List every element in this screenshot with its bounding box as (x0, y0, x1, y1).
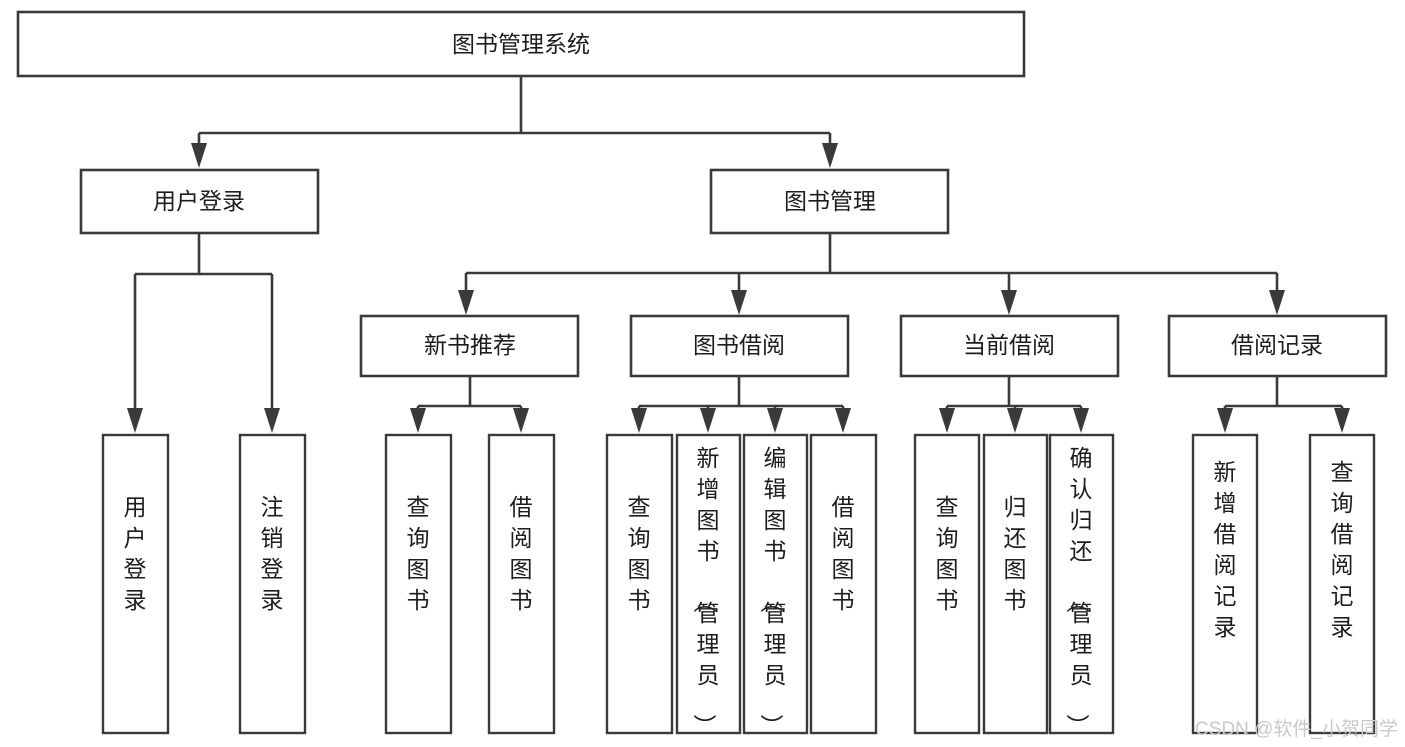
node-book-borrow[interactable]: 图书借阅 (629, 314, 850, 378)
node-leaf-add-book-box[interactable] (675, 433, 742, 735)
arrowhead-leaf-query-book-3 (939, 408, 955, 433)
edges-layer (127, 76, 1350, 433)
node-leaf-borrow-book-1-box[interactable] (487, 433, 556, 735)
arrowhead-leaf-add-book (700, 408, 716, 433)
node-leaf-query-book-1[interactable]: 查询图书 (384, 433, 453, 735)
arrowhead-new-book-rec (458, 290, 474, 315)
node-leaf-confirm-return[interactable]: 确认归还（管理员） (1048, 433, 1115, 737)
node-new-book-rec-box[interactable] (359, 314, 580, 378)
node-leaf-edit-book-box[interactable] (742, 433, 809, 735)
csdn-watermark: CSDN @软件_小贺同学 (1195, 718, 1398, 740)
arrowhead-leaf-return-book (1007, 408, 1023, 433)
node-leaf-borrow-book-1[interactable]: 借阅图书 (487, 433, 556, 735)
node-book-manage-box[interactable] (709, 168, 950, 235)
node-leaf-add-record-label: 新增借阅记录 (1214, 459, 1237, 640)
node-current-borrow-label: 当前借阅 (963, 332, 1055, 358)
arrowhead-leaf-query-book-2 (631, 408, 647, 433)
arrowhead-leaf-query-book-1 (410, 408, 426, 433)
arrowhead-leaf-add-record (1217, 408, 1233, 433)
arrowhead-leaf-confirm-return (1073, 408, 1089, 433)
node-leaf-query-book-3[interactable]: 查询图书 (913, 433, 981, 735)
node-leaf-borrow-book-2-box[interactable] (809, 433, 878, 735)
node-leaf-query-record[interactable]: 查询借阅记录 (1308, 433, 1376, 735)
node-leaf-user-login-label: 用户登录 (124, 494, 147, 613)
node-leaf-query-record-box[interactable] (1308, 433, 1376, 735)
node-leaf-confirm-return-label: 确认归还（管理员） (1065, 445, 1093, 737)
node-current-borrow-box[interactable] (899, 314, 1120, 378)
node-leaf-return-book-box[interactable] (982, 433, 1049, 735)
node-leaf-query-book-3-label: 查询图书 (936, 494, 959, 613)
node-leaf-query-book-1-box[interactable] (384, 433, 453, 735)
node-leaf-borrow-book-2-label: 借阅图书 (832, 494, 855, 613)
node-current-borrow[interactable]: 当前借阅 (899, 314, 1120, 378)
node-user-login-label: 用户登录 (153, 188, 245, 214)
node-leaf-confirm-return-box[interactable] (1048, 433, 1115, 735)
node-root-box[interactable] (16, 10, 1026, 78)
arrowhead-leaf-user-login (127, 408, 143, 433)
node-new-book-rec[interactable]: 新书推荐 (359, 314, 580, 378)
node-leaf-logout-login-box[interactable] (238, 433, 307, 735)
node-leaf-query-book-1-label: 查询图书 (407, 494, 430, 613)
arrowhead-leaf-logout-login (264, 408, 280, 433)
arrowhead-leaf-borrow-book-1 (513, 408, 529, 433)
arrowhead-user-login (191, 143, 207, 168)
node-leaf-logout-login[interactable]: 注销登录 (238, 433, 307, 735)
arrowhead-current-borrow (1001, 290, 1017, 315)
node-root-label: 图书管理系统 (452, 31, 590, 57)
node-leaf-add-book[interactable]: 新增图书（管理员） (675, 433, 742, 737)
node-leaf-query-book-2[interactable]: 查询图书 (605, 433, 674, 735)
node-leaf-return-book[interactable]: 归还图书 (982, 433, 1049, 735)
node-user-login-box[interactable] (79, 168, 320, 235)
node-borrow-record-box[interactable] (1167, 314, 1388, 378)
node-leaf-return-book-label: 归还图书 (1004, 494, 1027, 613)
arrowhead-book-manage (822, 143, 838, 168)
node-leaf-add-book-label: 新增图书（管理员） (692, 445, 720, 737)
node-leaf-query-book-2-box[interactable] (605, 433, 674, 735)
node-borrow-record-label: 借阅记录 (1231, 332, 1323, 358)
node-leaf-query-book-3-box[interactable] (913, 433, 981, 735)
node-book-manage[interactable]: 图书管理 (709, 168, 950, 235)
arrowhead-borrow-record (1269, 290, 1285, 315)
node-book-manage-label: 图书管理 (784, 188, 876, 214)
node-leaf-edit-book-label: 编辑图书（管理员） (759, 445, 787, 737)
node-leaf-query-record-label: 查询借阅记录 (1331, 459, 1354, 640)
node-leaf-add-record[interactable]: 新增借阅记录 (1191, 433, 1259, 735)
node-book-borrow-box[interactable] (629, 314, 850, 378)
arrowhead-leaf-edit-book (767, 408, 783, 433)
node-leaf-borrow-book-1-label: 借阅图书 (510, 494, 533, 613)
node-new-book-rec-label: 新书推荐 (424, 332, 516, 358)
node-root[interactable]: 图书管理系统 (16, 10, 1026, 78)
node-user-login[interactable]: 用户登录 (79, 168, 320, 235)
node-book-borrow-label: 图书借阅 (693, 332, 785, 358)
arrowhead-leaf-borrow-book-2 (835, 408, 851, 433)
node-leaf-borrow-book-2[interactable]: 借阅图书 (809, 433, 878, 735)
arrowhead-book-borrow (731, 290, 747, 315)
node-leaf-user-login-box[interactable] (101, 433, 170, 735)
arrowhead-leaf-query-record (1334, 408, 1350, 433)
node-leaf-edit-book[interactable]: 编辑图书（管理员） (742, 433, 809, 737)
node-leaf-logout-login-label: 注销登录 (261, 494, 284, 613)
node-leaf-query-book-2-label: 查询图书 (628, 494, 651, 613)
node-borrow-record[interactable]: 借阅记录 (1167, 314, 1388, 378)
node-leaf-user-login[interactable]: 用户登录 (101, 433, 170, 735)
node-leaf-add-record-box[interactable] (1191, 433, 1259, 735)
